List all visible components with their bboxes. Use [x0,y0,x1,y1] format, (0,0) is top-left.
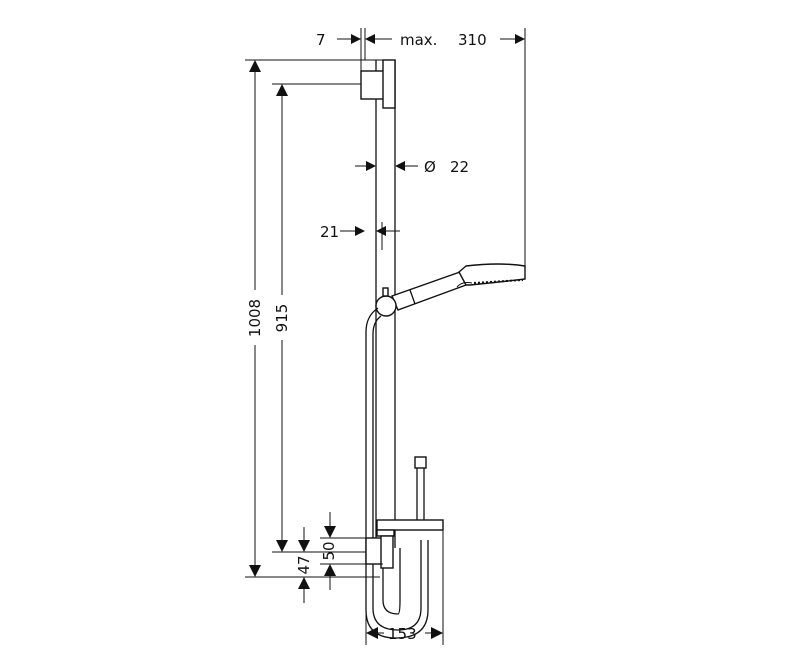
diameter-symbol: Ø [424,158,436,176]
dimension-top-offset: 7 max. [316,28,437,71]
dimension-rail-offset: 21 [320,222,400,250]
shower-hose [365,307,429,639]
hand-shower [391,263,526,311]
dim-label-47: 47 [295,555,313,574]
dimension-max-reach: 310 [458,28,526,266]
dim-label-max: max. [400,31,437,49]
dimension-lower-bracket-height: 50 [320,512,383,590]
dimension-lower-offset: 47 [295,527,380,603]
dim-label-22: 22 [450,158,469,176]
dim-label-1008: 1008 [246,299,264,337]
dimension-bracket-span: 915 [272,83,366,553]
upper-wall-bracket [360,59,396,109]
dim-label-915: 915 [273,304,291,333]
dim-label-310: 310 [458,31,487,49]
lower-wall-bracket [365,535,394,569]
dim-label-7: 7 [316,31,326,49]
hose-connector [414,456,427,520]
dim-label-50: 50 [320,541,338,560]
dimension-rail-diameter: Ø 22 [355,158,469,176]
dim-label-153: 153 [388,625,417,643]
slider-holder [375,287,397,317]
dimension-hose-loop-width: 153 [365,530,444,645]
dim-label-21: 21 [320,223,339,241]
soap-dish [376,519,444,537]
dimension-total-height: 1008 [245,59,383,578]
